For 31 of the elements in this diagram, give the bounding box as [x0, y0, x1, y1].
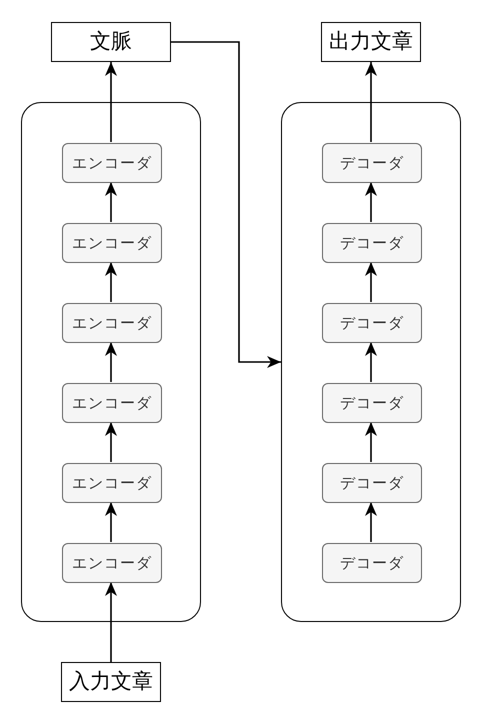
process-box: デコーダ: [322, 463, 422, 503]
text-box: 入力文章: [61, 662, 161, 702]
process-box: エンコーダ: [62, 463, 162, 503]
arrow: [365, 342, 377, 382]
process-box: デコーダ: [322, 143, 422, 183]
process-box: デコーダ: [322, 383, 422, 423]
process-box: エンコーダ: [62, 543, 162, 583]
arrow: [105, 262, 117, 302]
arrow: [365, 62, 377, 142]
text-box: 文脈: [51, 22, 171, 62]
container-box: [21, 102, 201, 622]
arrow: [365, 262, 377, 302]
process-box: エンコーダ: [62, 143, 162, 183]
arrow: [171, 41, 281, 368]
arrow: [105, 502, 117, 542]
container-box: [281, 102, 461, 622]
arrow: [105, 422, 117, 462]
text-box: 出力文章: [321, 22, 421, 62]
process-box: デコーダ: [322, 543, 422, 583]
process-box: エンコーダ: [62, 383, 162, 423]
arrow: [365, 422, 377, 462]
arrow: [105, 582, 117, 662]
process-box: デコーダ: [322, 303, 422, 343]
process-box: デコーダ: [322, 223, 422, 263]
arrow: [365, 502, 377, 542]
arrow: [105, 342, 117, 382]
process-box: エンコーダ: [62, 303, 162, 343]
process-box: エンコーダ: [62, 223, 162, 263]
arrow: [105, 62, 117, 142]
arrow: [365, 182, 377, 222]
arrow: [105, 182, 117, 222]
